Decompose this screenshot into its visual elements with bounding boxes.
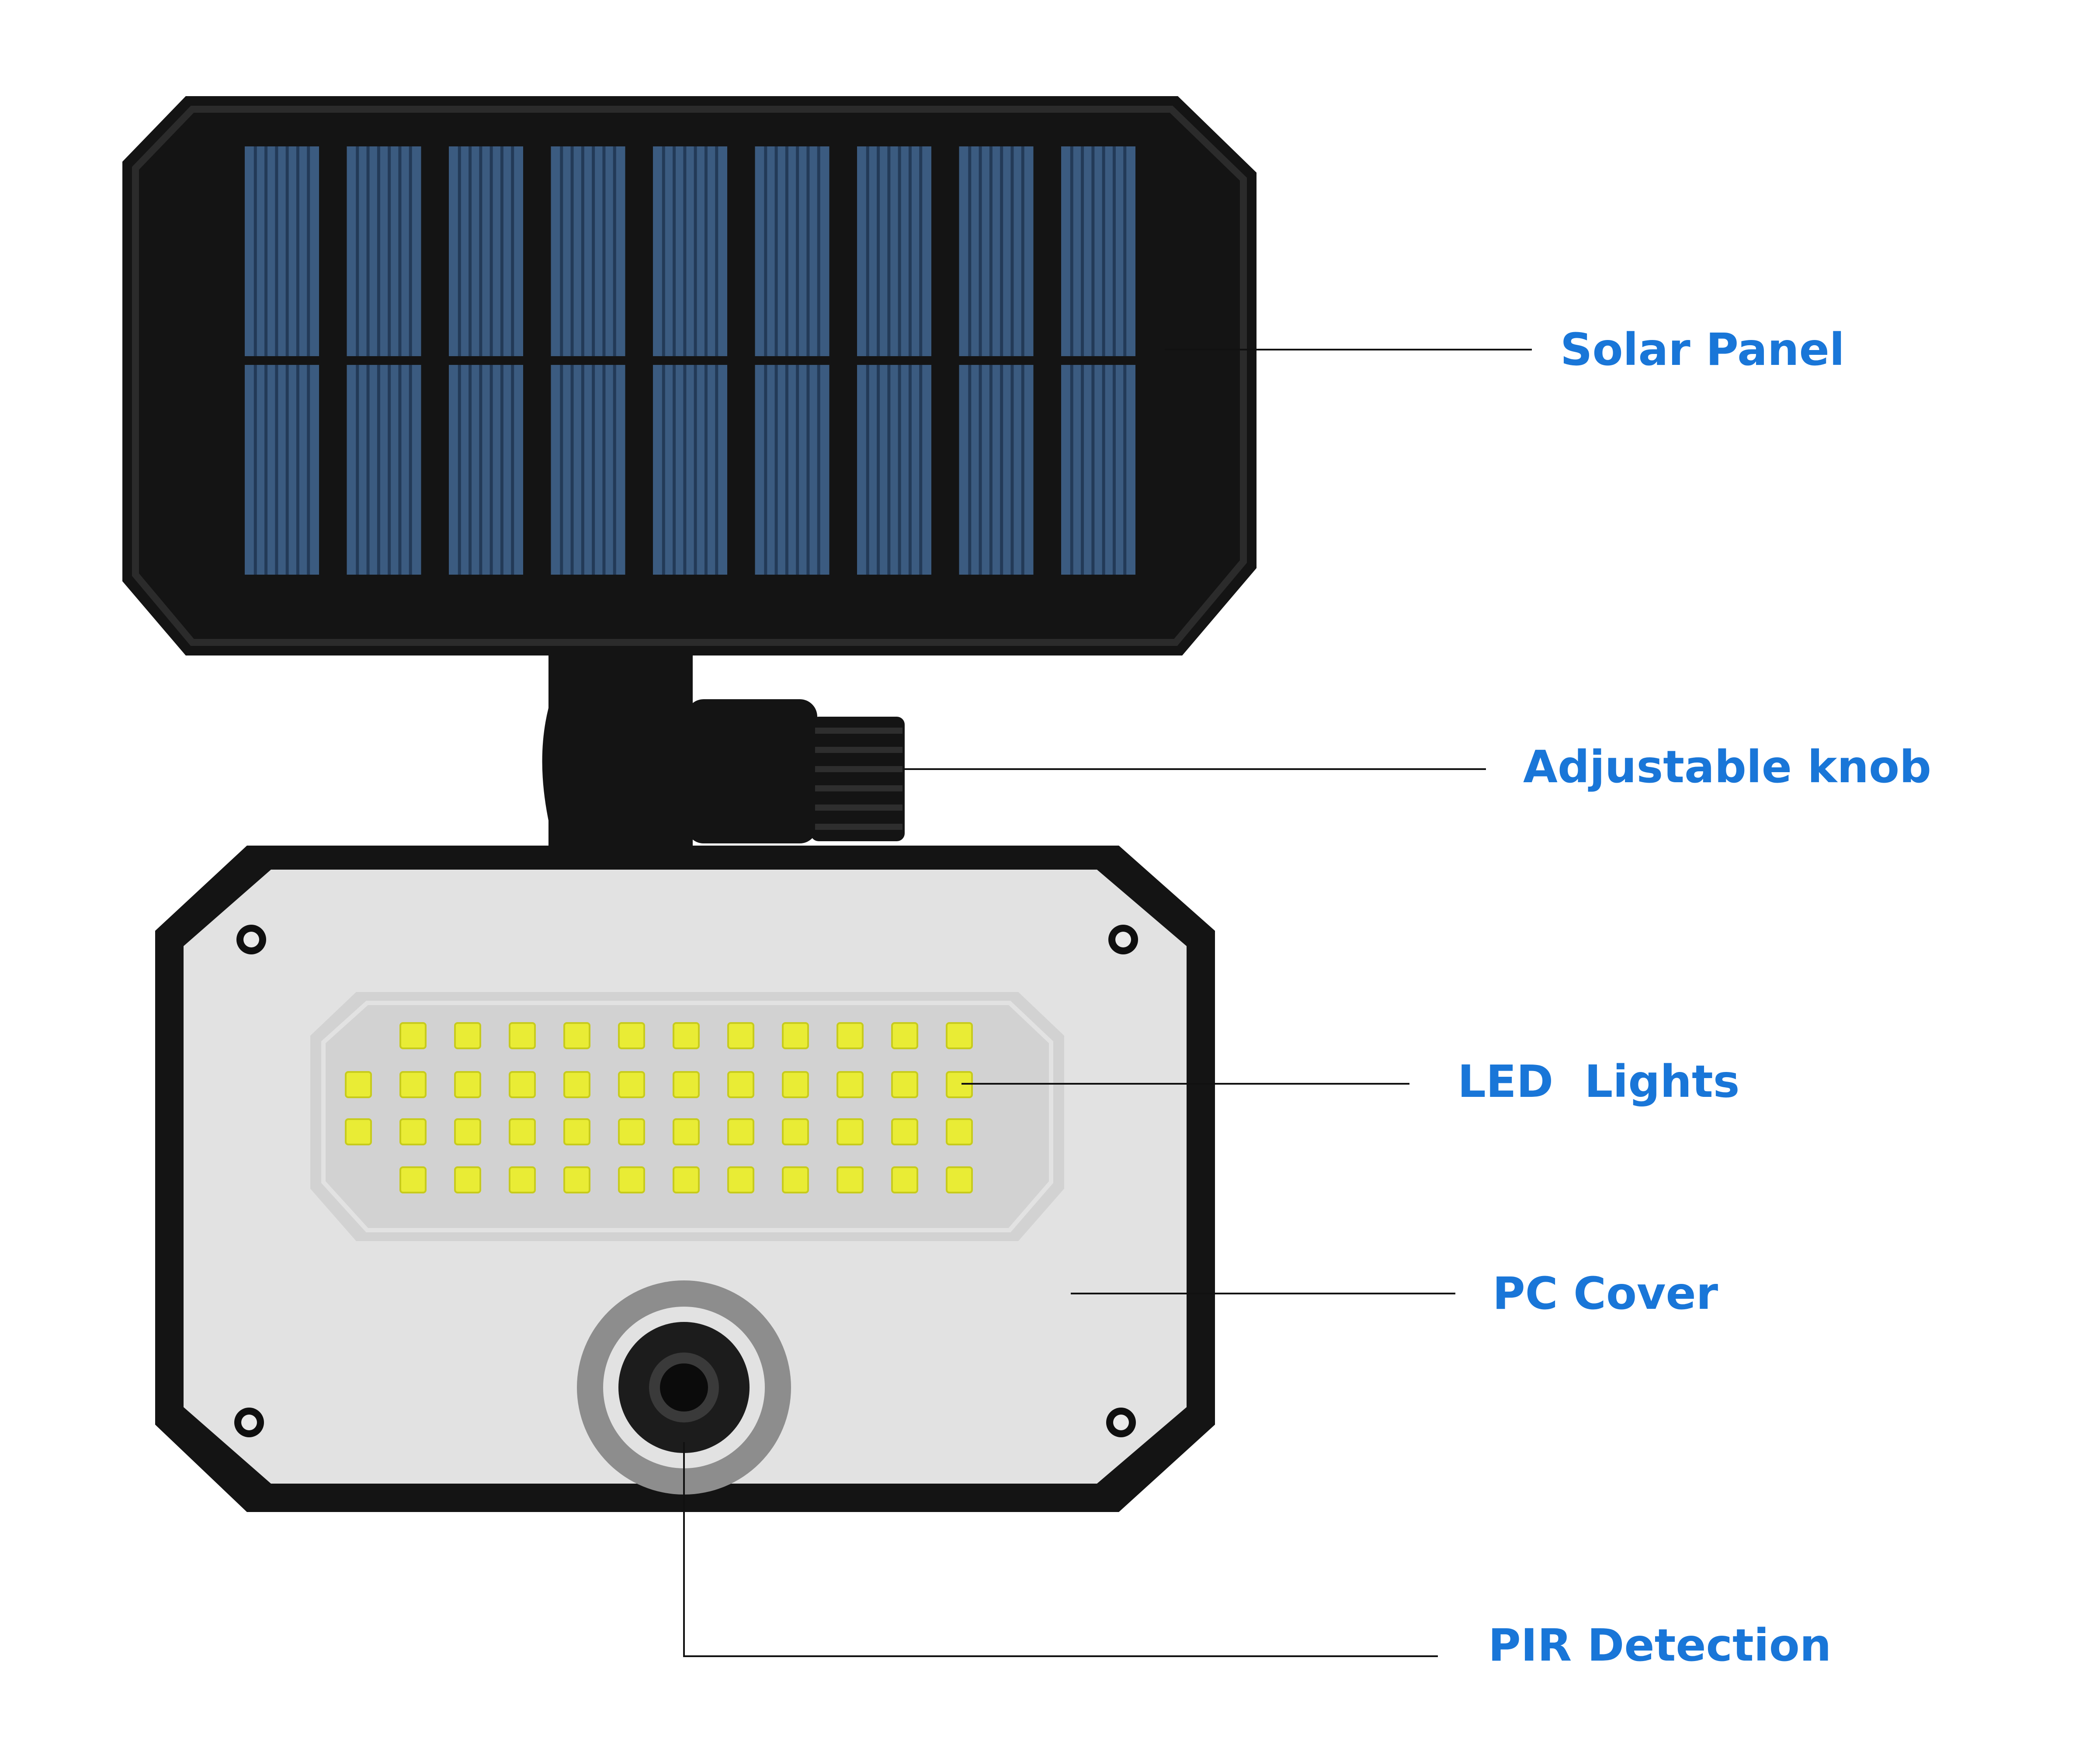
led <box>673 1022 700 1049</box>
led <box>946 1166 973 1193</box>
led <box>454 1118 481 1145</box>
knob-grip-ridge <box>815 728 902 734</box>
led <box>782 1166 809 1193</box>
led <box>509 1166 536 1193</box>
callout-led-lights: LED Lights <box>1458 1056 1739 1108</box>
solar-cell <box>959 146 1034 356</box>
screw-center <box>1113 1415 1129 1430</box>
led <box>618 1118 645 1145</box>
solar-cell <box>755 365 830 575</box>
led <box>946 1022 973 1049</box>
knob-grip <box>815 728 902 830</box>
led <box>782 1118 809 1145</box>
led <box>837 1166 864 1193</box>
led <box>673 1118 700 1145</box>
led <box>727 1071 754 1098</box>
knob-head <box>811 717 905 841</box>
led <box>837 1071 864 1098</box>
solar-panel-rim <box>132 106 1247 646</box>
led <box>673 1166 700 1193</box>
adjustable-knob <box>686 699 905 843</box>
solar-cell <box>755 146 830 356</box>
led <box>563 1166 590 1193</box>
arm-bend <box>542 708 693 848</box>
solar-cell <box>857 146 931 356</box>
knob-grip-ridge <box>815 805 902 811</box>
solar-cell <box>653 365 727 575</box>
led <box>727 1166 754 1193</box>
solar-cell <box>347 365 421 575</box>
knob-hub <box>686 699 817 843</box>
led <box>345 1118 372 1145</box>
mounting-arm <box>542 647 693 857</box>
screw-center <box>241 1415 257 1430</box>
led <box>727 1022 754 1049</box>
leader-lines <box>683 349 1532 1657</box>
led <box>891 1022 918 1049</box>
led <box>454 1166 481 1193</box>
callout-pc-cover: PC Cover <box>1493 1268 1718 1320</box>
led-array <box>345 1022 973 1193</box>
solar-cell <box>551 146 625 356</box>
led <box>563 1071 590 1098</box>
solar-cell <box>449 365 523 575</box>
led <box>509 1071 536 1098</box>
solar-cell <box>449 146 523 356</box>
led <box>673 1071 700 1098</box>
led <box>399 1071 427 1098</box>
solar-cell-grid <box>245 146 1135 575</box>
led <box>399 1166 427 1193</box>
led <box>837 1118 864 1145</box>
knob-grip-ridge <box>815 747 902 753</box>
led <box>618 1071 645 1098</box>
screw-center <box>1115 932 1131 947</box>
knob-grip-ridge <box>815 766 902 772</box>
led <box>782 1022 809 1049</box>
pir-sensor <box>577 1280 791 1495</box>
led <box>946 1118 973 1145</box>
led <box>891 1071 918 1098</box>
led <box>509 1022 536 1049</box>
led-recess-inner <box>321 1001 1053 1232</box>
led <box>563 1022 590 1049</box>
callout-pir-detection: PIR Detection <box>1488 1620 1831 1672</box>
solar-cell <box>245 146 319 356</box>
callout-solar-panel: Solar Panel <box>1560 324 1845 376</box>
knob-grip-ridge <box>815 824 902 830</box>
pir-lens-center <box>660 1363 708 1412</box>
solar-cell <box>347 146 421 356</box>
led-recess <box>310 992 1064 1241</box>
led <box>618 1022 645 1049</box>
led <box>399 1022 427 1049</box>
leader-line-pir-detection <box>683 1442 1438 1657</box>
light-housing <box>155 846 1215 1512</box>
solar-cell <box>245 365 319 575</box>
solar-cell <box>959 365 1034 575</box>
led <box>891 1166 918 1193</box>
knob-grip-ridge <box>815 785 902 791</box>
led <box>563 1118 590 1145</box>
screw-set <box>234 925 1138 1437</box>
solar-cell <box>1061 365 1135 575</box>
led <box>454 1022 481 1049</box>
led <box>618 1166 645 1193</box>
led <box>345 1071 372 1098</box>
solar-cell <box>1061 146 1135 356</box>
callout-adjustable-knob: Adjustable knob <box>1523 741 1931 793</box>
led <box>454 1071 481 1098</box>
led <box>837 1022 864 1049</box>
led <box>782 1071 809 1098</box>
solar-cell <box>653 146 727 356</box>
solar-cell <box>857 365 931 575</box>
led <box>891 1118 918 1145</box>
solar-panel <box>122 96 1257 656</box>
led <box>509 1118 536 1145</box>
solar-cell <box>551 365 625 575</box>
led <box>399 1118 427 1145</box>
screw-center <box>243 932 259 947</box>
led <box>727 1118 754 1145</box>
callout-labels: Solar Panel Adjustable knob LED Lights P… <box>1458 324 1931 1672</box>
